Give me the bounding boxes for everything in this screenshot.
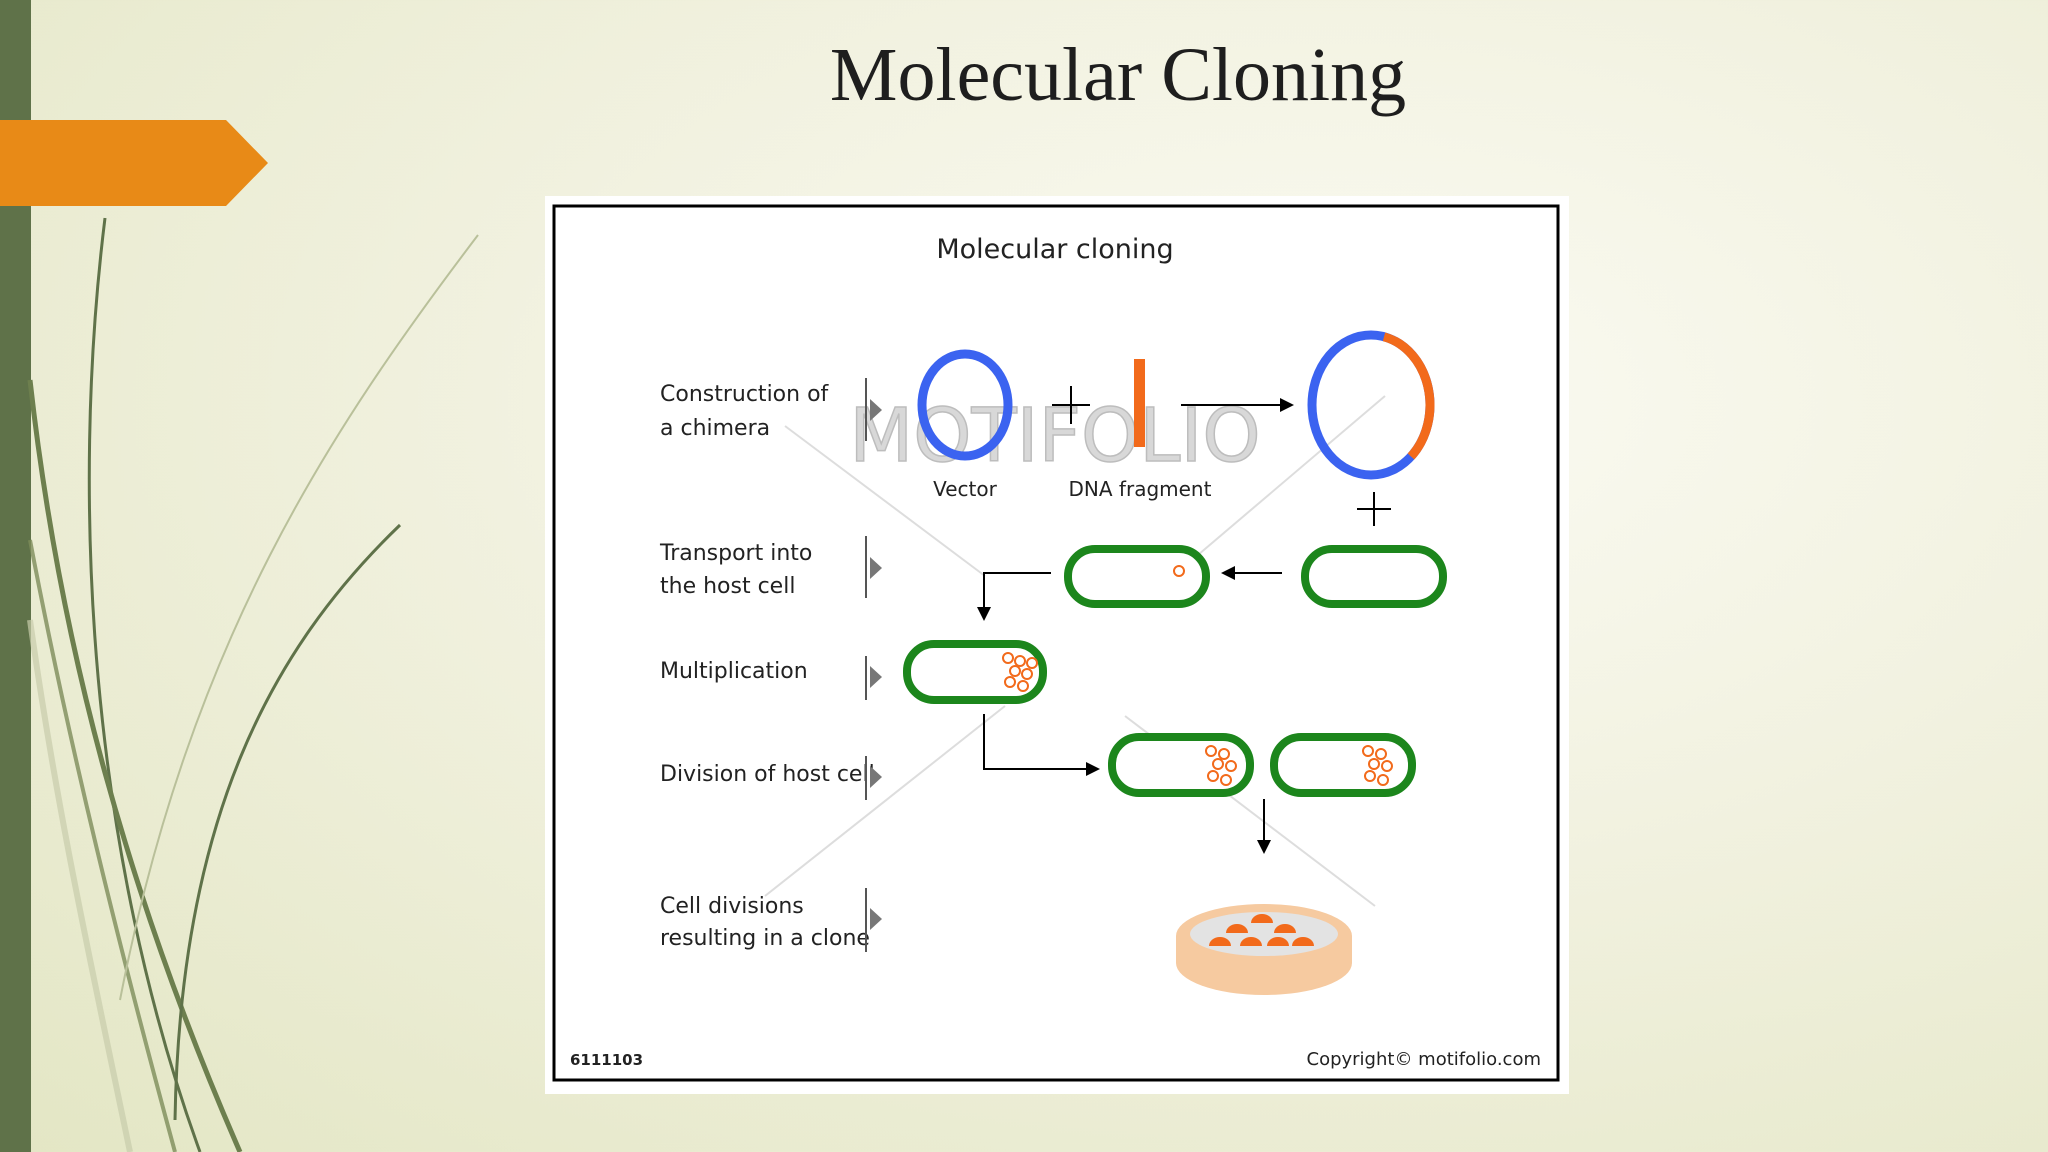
figure-code: 6111103 (570, 1051, 643, 1069)
step-markers (865, 378, 882, 952)
vector-plasmid (917, 349, 1013, 461)
arrow-right (1181, 398, 1294, 412)
decorative-grass-lines (27, 217, 479, 1152)
slide-title: Molecular Cloning (829, 33, 1407, 117)
step-label-division: Division of host cell (660, 762, 875, 787)
diagram-border (552, 204, 1560, 1082)
host-cell-empty (1301, 545, 1447, 608)
plus-sign (1052, 386, 1090, 424)
diagram-panel: MOTIFOLIO Molecular cloning Construction… (545, 196, 1569, 1094)
arrow-left (1221, 566, 1282, 580)
bacterial-colonies (1209, 914, 1314, 946)
step-label-clone: Cell divisions (660, 894, 804, 919)
plasmid-copies (1362, 745, 1393, 786)
petri-dish (1176, 904, 1352, 995)
arrow-to-division (983, 714, 1100, 776)
step-label-construction: Construction of (660, 382, 830, 407)
host-cell-with-plasmid (1064, 545, 1210, 608)
diagram-title: Molecular cloning (936, 234, 1173, 265)
vector-label: Vector (933, 477, 998, 501)
dna-fragment (1134, 359, 1145, 447)
accent-arrow (0, 120, 268, 206)
step-label-transport: Transport into (659, 541, 812, 566)
plasmid-copies (1205, 745, 1237, 786)
step-label-clone-2: resulting in a clone (660, 926, 870, 951)
arrow-down-left (977, 572, 1051, 621)
plasmid-in-cell (1173, 565, 1185, 577)
step-label-transport-2: the host cell (660, 574, 795, 599)
watermark-diagonals (764, 395, 1386, 907)
step-label-multiplication: Multiplication (660, 659, 808, 684)
fragment-label: DNA fragment (1069, 477, 1212, 501)
step-label-construction-2: a chimera (660, 416, 770, 441)
recombinant-plasmid (1307, 330, 1435, 480)
arrow-down (1257, 799, 1271, 854)
copyright-text: Copyright© motifolio.com (1307, 1049, 1542, 1070)
plus-sign (1357, 492, 1391, 526)
plasmid-copies (1002, 652, 1038, 692)
